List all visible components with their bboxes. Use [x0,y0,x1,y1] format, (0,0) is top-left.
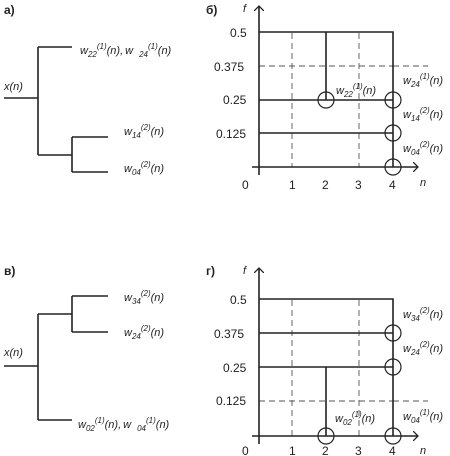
grid-bottom-dashed-lines [259,300,428,436]
grid-top-ytick-0.5: 0.5 [230,26,247,40]
tree-bottom-leaf-2: w24(2)(n) [124,324,164,341]
grid-bottom-ytick-0.25: 0.25 [223,361,247,375]
grid-bottom-label-w02: w02(1)(n) [335,410,375,427]
grid-bottom-xtick-4: 4 [389,444,396,456]
grid-bottom-label-w24: w24(2)(n) [403,340,443,357]
grid-top-n-label: n [420,177,426,189]
grid-top-markers [317,91,402,176]
grid-top-label-w22: w22(1)(n) [336,82,376,99]
grid-top-marker-w24 [384,91,402,109]
grid-top: f n 0.5 0.375 0.25 0.125 0 1 2 3 4 w22(1… [214,3,443,192]
panel-label-g: г) [206,264,215,278]
grid-top-ytick-0.125: 0.125 [216,127,246,141]
tree-top-leaf-2: w14(2)(n) [124,123,164,140]
grid-top-xtick-4: 4 [389,178,396,192]
grid-bottom-n-label: n [420,445,426,456]
grid-bottom-tiling [259,298,394,436]
grid-bottom-marker-w34 [384,324,402,342]
grid-bottom-f-label: f [243,265,247,277]
grid-top-ytick-0.25: 0.25 [223,93,247,107]
tree-bottom-branches [4,295,108,421]
tree-bottom-root-label: x(n) [3,347,23,359]
grid-top-ytick-0.375: 0.375 [214,60,244,74]
grid-top-label-w14: w14(2)(n) [403,106,443,123]
grid-top-tiling [259,31,394,167]
grid-bottom-label-w04: w04(1)(n) [403,408,443,425]
grid-top-xtick-0: 0 [242,178,249,192]
grid-top-marker-w04 [384,158,402,176]
grid-top-xtick-3: 3 [355,178,362,192]
panel-label-b: б) [206,3,217,17]
tree-top-leaf-3: w04(2)(n) [124,160,164,177]
tree-top-branches [4,46,108,173]
grid-top-label-w24: w24(1)(n) [403,72,443,89]
grid-top-label-w04: w04(2)(n) [403,140,443,157]
grid-top-xtick-2: 2 [322,178,329,192]
panel-label-v: в) [4,264,15,278]
grid-bottom-xtick-3: 3 [355,444,362,456]
tree-bottom-leaf-1: w34(2)(n) [124,289,164,306]
grid-bottom-marker-w24 [384,358,402,376]
grid-top-f-label: f [243,3,247,15]
grid-bottom-ytick-0.125: 0.125 [216,394,246,408]
grid-bottom-markers [317,324,402,445]
grid-bottom-label-w34: w34(2)(n) [403,306,443,323]
grid-bottom-ytick-0.5: 0.5 [230,293,247,307]
grid-bottom-ytick-0.375: 0.375 [214,327,244,341]
grid-top-marker-w14 [384,124,402,142]
tree-top-root-label: x(n) [3,81,23,93]
grid-top-marker-w22 [317,91,335,109]
grid-bottom-xtick-0: 0 [242,444,249,456]
grid-bottom: f n 0.5 0.375 0.25 0.125 0 1 2 3 4 w34(2… [214,265,443,456]
panel-label-a: а) [4,3,15,17]
grid-top-xtick-1: 1 [289,178,296,192]
grid-bottom-xtick-2: 2 [322,444,329,456]
grid-bottom-marker-w02 [317,427,335,445]
grid-top-dashed-lines [259,33,428,167]
grid-bottom-marker-w04 [384,427,402,445]
grid-bottom-xtick-1: 1 [289,444,296,456]
